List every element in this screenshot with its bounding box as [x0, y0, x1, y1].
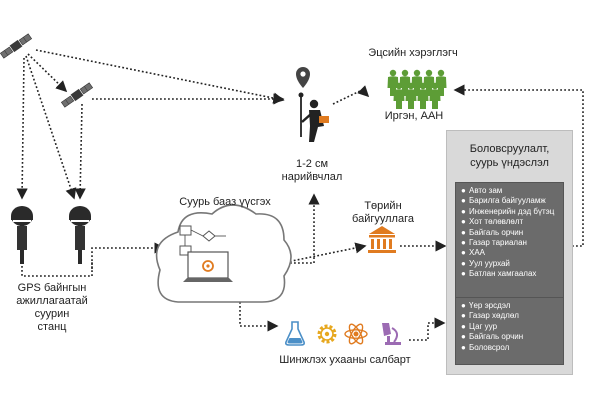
connector-surveyor-users — [332, 85, 370, 105]
connector-sat2-station2 — [74, 103, 86, 200]
research-list: ●Үер эрсдэл ●Газар хөдлөл ●Цаг уур ●Байг… — [456, 298, 563, 353]
map-pin-icon — [296, 67, 310, 88]
end-user-sub-label: Иргэн, ААН — [384, 110, 444, 122]
gps-station-label-line: ажиллагаатай суурин — [16, 295, 88, 320]
list-item: ●Инженерийн дэд бүтэц — [461, 206, 555, 216]
flask-icon — [285, 321, 305, 346]
list-item: ●Боловсрол — [461, 342, 510, 352]
gear-icon — [202, 260, 214, 272]
gnss-receiver-icon — [11, 206, 33, 264]
list-item: ●Газар хөдлөл — [461, 311, 519, 321]
connectors — [16, 49, 584, 341]
list-item: ●Авто зам — [461, 186, 503, 195]
satellite-icon — [0, 32, 33, 60]
connector-sat1-surveyor — [35, 49, 285, 104]
processing-panel: Боловсруулалт, суурь үндэслэл ●Авто зам … — [446, 130, 573, 375]
connector-panel-users — [453, 84, 584, 247]
gps-station-label-line: GPS байнгын — [17, 282, 87, 294]
microscope-icon — [382, 323, 401, 345]
connector-stations-cloud — [91, 242, 166, 269]
connector-cloud-accuracy — [282, 193, 320, 264]
government-label: Төрийн байгууллага — [347, 200, 419, 226]
list-item: ●Байгаль орчин — [461, 227, 524, 237]
connector-stations-join — [21, 262, 93, 277]
accuracy-label: 1-2 см нарийвчлал — [275, 158, 349, 184]
panel-title: Боловсруулалт, суурь үндэслэл — [447, 142, 572, 170]
list-item: ●Газар тариалан — [461, 238, 527, 248]
end-user-label: Эцсийн хэрэглэгч — [368, 47, 458, 59]
connector-cloud-science — [239, 302, 279, 332]
panel-title-line: Боловсруулалт, — [469, 143, 550, 155]
application-list: ●Авто зам ●Барилга байгууламж ●Инженерий… — [456, 183, 563, 280]
connector-sat1-station1 — [16, 57, 28, 200]
government-label-line: байгууллага — [352, 213, 414, 225]
list-item: ●Цаг уур — [461, 321, 498, 331]
list-item: ●Барилга байгууламж — [461, 196, 546, 206]
research-list-box: ●Үер эрсдэл ●Газар хөдлөл ●Цаг уур ●Байг… — [455, 297, 564, 365]
list-item: ●Байгаль орчин — [461, 332, 524, 342]
accuracy-label-line: 1-2 см — [295, 158, 329, 170]
application-list-box: ●Авто зам ●Барилга байгууламж ●Инженерий… — [455, 182, 564, 298]
list-item: ●Батлан хамгаалах — [461, 269, 537, 279]
cloud-server-icon — [155, 204, 292, 303]
gps-station-label-line: станц — [37, 321, 67, 333]
list-item: ●Үер эрсдэл — [461, 301, 511, 310]
government-building-icon — [368, 226, 396, 253]
atom-icon — [344, 323, 368, 345]
accuracy-label-line: нарийвчлал — [281, 171, 343, 183]
connector-sat1-station2 — [25, 55, 77, 200]
gear-icon — [317, 324, 337, 344]
satellite-icon — [60, 81, 94, 109]
gps-station-label: GPS байнгын ажиллагаатай суурин станц — [0, 282, 104, 334]
surveyor-icon — [298, 92, 329, 142]
connector-science-panel — [409, 317, 446, 341]
gnss-receiver-icon — [69, 206, 91, 264]
science-label: Шинжлэх ухааны салбарт — [279, 354, 411, 366]
connector-sat1-sat2 — [27, 53, 68, 93]
panel-title-line: суурь үндэслэл — [470, 157, 549, 169]
list-item: ●Хот төлөвлөлт — [461, 217, 524, 227]
people-group-icon — [387, 69, 447, 109]
base-db-label: Суурь бааз үүсгэх — [179, 196, 271, 208]
list-item: ●Уул уурхай — [461, 258, 510, 268]
list-item: ●ХАА — [461, 248, 486, 258]
government-label-line: Төрийн — [364, 200, 402, 212]
connector-cloud-government — [281, 242, 367, 264]
